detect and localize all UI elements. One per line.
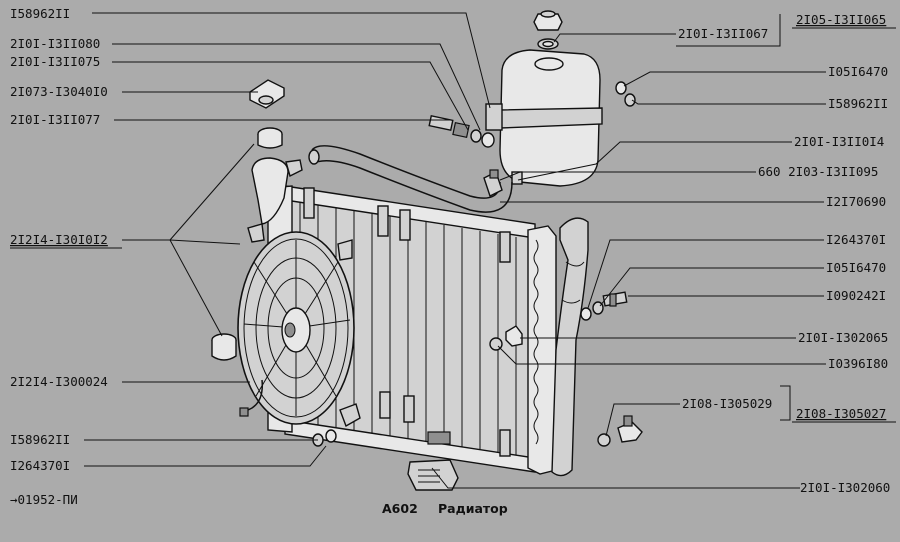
group-brackets xyxy=(10,27,896,423)
label-r7: I264370I xyxy=(826,232,886,247)
label-l3: 2I0I-I3II075 xyxy=(10,54,100,69)
label-l1: I58962II xyxy=(10,6,70,21)
label-r11: I0396I80 xyxy=(828,356,888,371)
label-r1b: 2I05-I3II065 xyxy=(796,12,886,27)
ref-note-text: →01952-ПИ xyxy=(10,492,78,507)
label-r13: 2I0I-I302060 xyxy=(800,480,890,495)
outlet-hose xyxy=(551,217,589,477)
caption-code: A602 xyxy=(382,501,418,516)
bottom-mount xyxy=(407,459,459,491)
label-l8: I58962II xyxy=(10,432,70,447)
figure-caption: A602 Радиатор xyxy=(382,501,508,516)
label-r8: I05I6470 xyxy=(826,260,886,275)
label-l4: 2I073-I3040I0 xyxy=(10,84,108,99)
label-l2: 2I0I-I3II080 xyxy=(10,36,100,51)
filler-cap-group xyxy=(249,79,303,225)
label-r3: I58962II xyxy=(828,96,888,111)
label-r12b: 2I08-I305027 xyxy=(796,406,886,421)
caption-title: Радиатор xyxy=(438,501,508,516)
label-r5: 660 2I03-I3II095 xyxy=(758,164,878,179)
expansion-tank xyxy=(485,49,603,187)
cooling-fan xyxy=(237,223,361,428)
tank-fittings xyxy=(428,114,495,148)
label-r12: 2I08-I305029 xyxy=(682,396,772,411)
vapor-hose xyxy=(308,145,513,213)
label-r10: 2I0I-I302065 xyxy=(798,330,888,345)
label-r1: 2I0I-I3II067 xyxy=(678,26,768,41)
label-r9: I090242I xyxy=(826,288,886,303)
label-r4: 2I0I-I3II0I4 xyxy=(794,134,884,149)
label-l6: 2I2I4-I30I0I2 xyxy=(10,232,108,247)
label-l7: 2I2I4-I300024 xyxy=(10,374,108,389)
tank-cap-group xyxy=(533,10,563,50)
label-r2: I05I6470 xyxy=(828,64,888,79)
radiator-right-tank xyxy=(527,225,557,475)
reference-note: →01952-ПИ xyxy=(10,492,78,507)
label-r6: I2I70690 xyxy=(826,194,886,209)
label-l9: I264370I xyxy=(10,458,70,473)
leader-lines xyxy=(84,12,826,489)
callout-labels: I58962II 2I0I-I3II080 2I0I-I3II075 2I073… xyxy=(10,6,890,495)
sensor-plug xyxy=(211,333,237,361)
label-l5: 2I0I-I3II077 xyxy=(10,112,100,127)
